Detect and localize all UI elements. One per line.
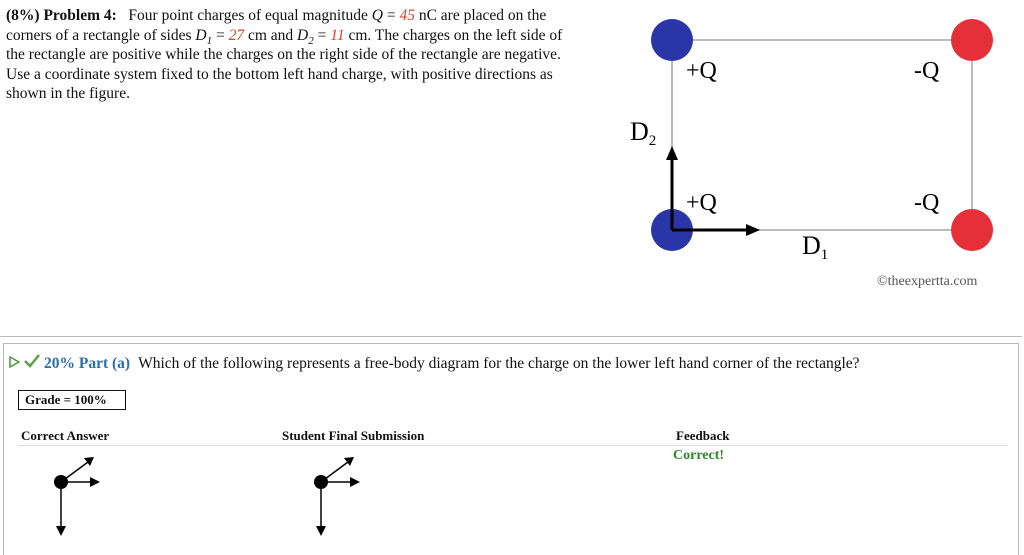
x-arrow-head — [746, 224, 760, 236]
d2-value: 11 — [330, 26, 345, 44]
problem-text-6: Use a coordinate system fixed to the bot… — [6, 65, 553, 83]
charge-top-left — [651, 19, 693, 61]
problem-text-5: the rectangle are positive while the cha… — [6, 46, 561, 63]
column-divider — [18, 445, 1008, 446]
col-feedback: Feedback — [676, 428, 730, 443]
problem-text-1: Four point charges of equal magnitude — [128, 7, 368, 24]
problem-text-3: cm and — [247, 26, 294, 44]
checkmark-icon — [24, 354, 40, 373]
copyright-notice: ©theexpertta.com — [877, 274, 978, 289]
d2-figure-label: D2 — [630, 117, 656, 149]
label-top-right: -Q — [914, 58, 939, 84]
label-bottom-left: +Q — [686, 190, 717, 216]
y-arrow-head — [666, 146, 678, 160]
d2-equals: = — [317, 26, 327, 44]
problem-label: Problem 4: — [43, 7, 117, 24]
d1-figure-label: D1 — [802, 231, 828, 263]
problem-text-4: cm. The charges on the left side of — [348, 26, 563, 44]
label-bottom-right: -Q — [914, 190, 939, 216]
label-top-left: +Q — [686, 58, 717, 84]
charge-rectangle-figure: +Q -Q +Q -Q D2 D1 — [630, 19, 993, 263]
q-equals: = — [386, 7, 396, 24]
d2-variable: D2 — [297, 26, 314, 47]
fbd-correct-answer — [54, 457, 100, 536]
part-a-header: 20% Part (a) Which of the following repr… — [8, 354, 860, 373]
part-a-panel: 20% Part (a) Which of the following repr… — [3, 343, 1019, 555]
problem-percent: (8%) — [6, 7, 40, 24]
fbd-student-submission — [314, 457, 360, 536]
q-unit: nC are placed on the — [418, 7, 547, 24]
part-a-label[interactable]: 20% Part (a) — [44, 354, 131, 372]
grade-badge: Grade = 100% — [18, 390, 126, 410]
charge-top-right — [951, 19, 993, 61]
problem-text-7: shown in the figure. — [6, 85, 130, 102]
section-divider — [0, 336, 1022, 337]
part-a-question: Which of the following represents a free… — [138, 354, 860, 372]
charge-bottom-right — [951, 209, 993, 251]
feedback-correct: Correct! — [673, 448, 725, 463]
q-variable: Q — [371, 7, 383, 24]
problem-statement: (8%) Problem 4: Four point charges of eq… — [6, 6, 618, 104]
rectangle-outline — [671, 39, 973, 231]
col-student-submission: Student Final Submission — [282, 428, 425, 443]
d1-equals: = — [215, 26, 225, 44]
d1-variable: D1 — [195, 26, 213, 47]
q-value: 45 — [399, 7, 415, 24]
problem-text-2: corners of a rectangle of sides — [6, 26, 192, 44]
play-triangle-icon[interactable] — [8, 355, 21, 373]
col-correct-answer: Correct Answer — [21, 428, 110, 443]
d1-value: 27 — [228, 26, 245, 44]
